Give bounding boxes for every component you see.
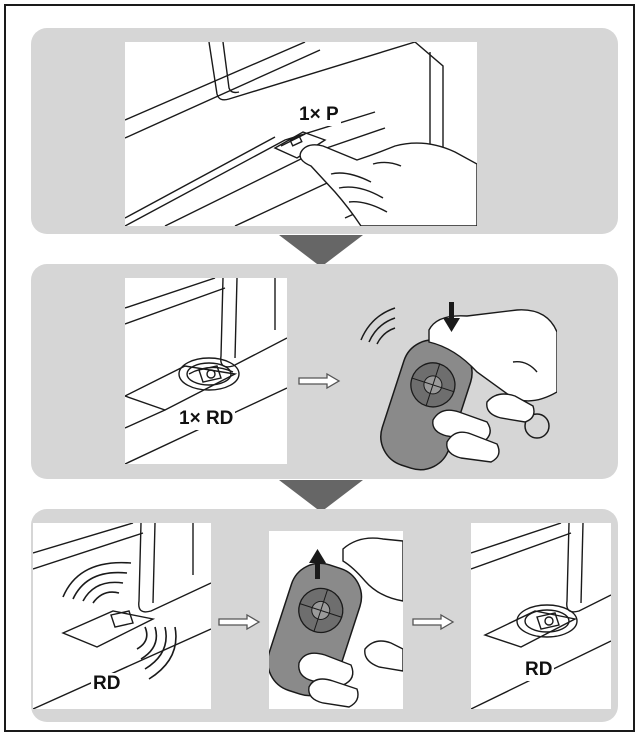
step-3-panel: RD xyxy=(31,509,618,722)
operator-rd-illustration: 1× RD xyxy=(125,278,287,464)
rd-confirm-drawing xyxy=(471,523,611,709)
step-3-confirm-label: RD xyxy=(523,659,555,681)
step-down-arrow-icon xyxy=(279,235,363,267)
press-rd-button-drawing xyxy=(125,278,287,464)
flow-arrow-icon xyxy=(218,613,261,631)
rd-signal-drawing xyxy=(33,523,211,709)
release-arrow-icon xyxy=(309,549,326,579)
press-arrow-icon xyxy=(443,302,460,332)
step-2-panel: 1× RD xyxy=(31,264,618,479)
remote-press-drawing xyxy=(360,302,557,471)
operator-rd-confirm-illustration: RD xyxy=(471,523,611,709)
remote-release-drawing xyxy=(269,537,403,708)
instruction-sheet: 1× P xyxy=(4,4,635,732)
flow-arrow-icon xyxy=(412,613,455,631)
step-1-label: 1× P xyxy=(297,104,341,126)
step-down-arrow-icon xyxy=(279,480,363,512)
radio-waves-icon xyxy=(62,561,177,680)
radio-waves-icon xyxy=(360,307,396,345)
remote-release-illustration xyxy=(269,531,403,709)
press-p-button-drawing xyxy=(125,42,477,226)
step-3-signal-label: RD xyxy=(91,673,123,695)
step-2-label: 1× RD xyxy=(177,408,236,430)
step-1-panel: 1× P xyxy=(31,28,618,234)
operator-cover-illustration: 1× P xyxy=(125,42,477,226)
operator-rd-flashing-illustration: RD xyxy=(33,523,211,709)
flow-arrow-icon xyxy=(298,372,341,390)
